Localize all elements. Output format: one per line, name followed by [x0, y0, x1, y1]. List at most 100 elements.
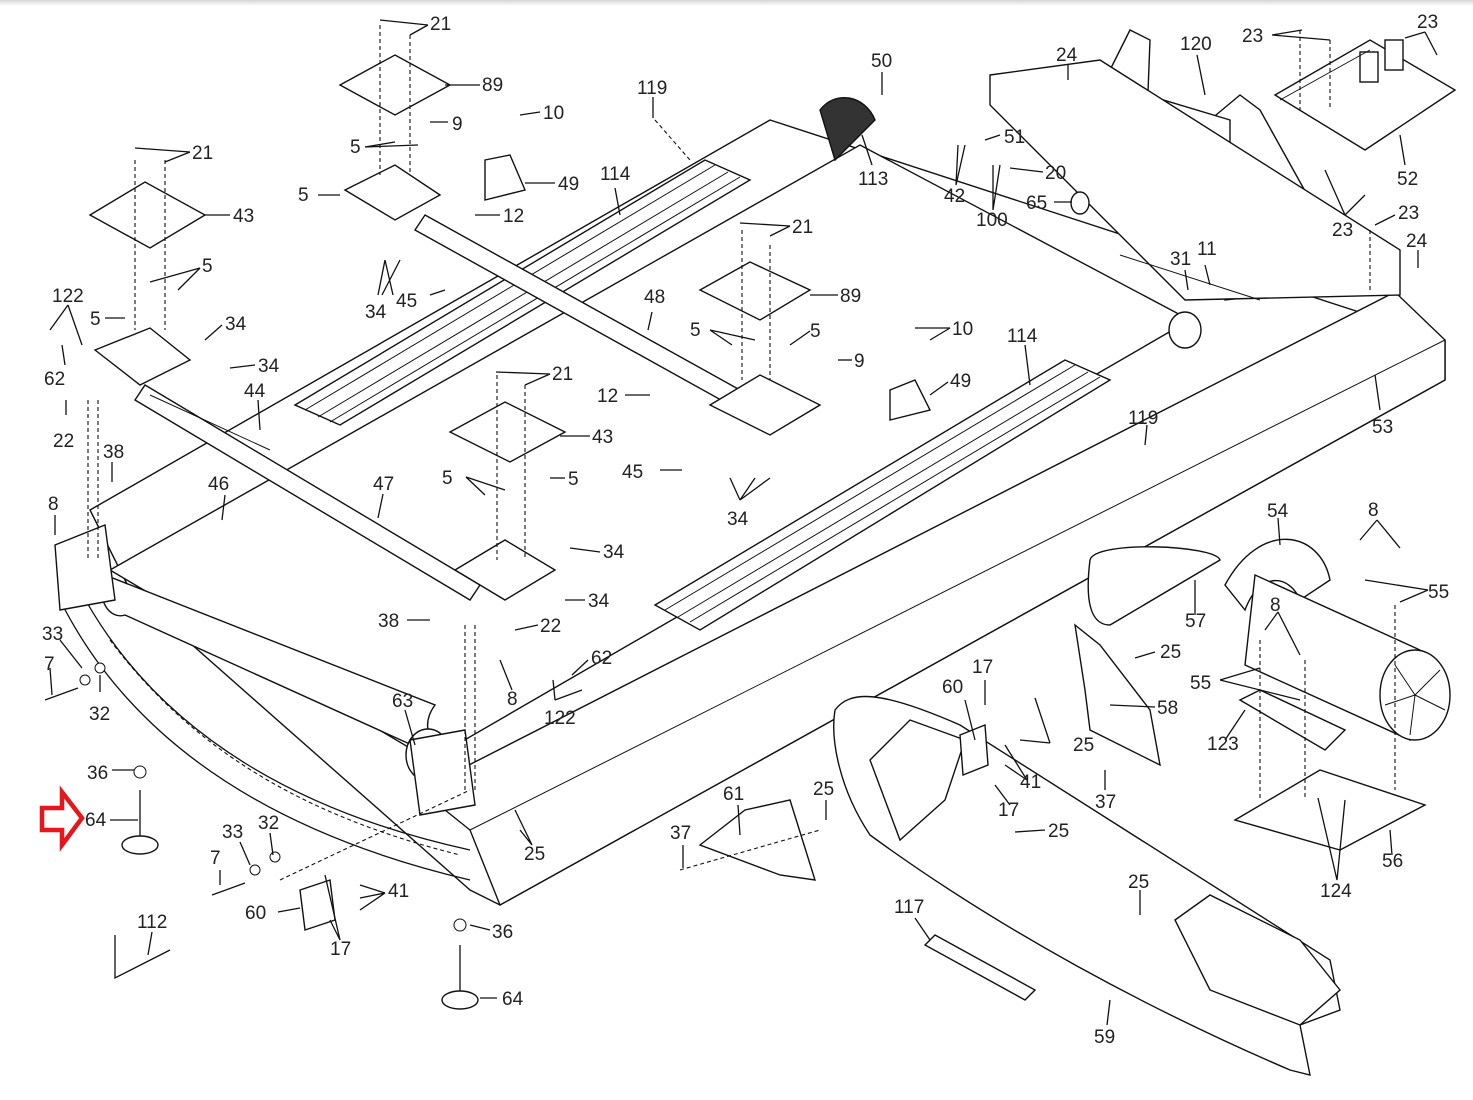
part-callout-34: 34	[225, 314, 247, 335]
part-callout-36: 36	[87, 763, 108, 784]
part-callout-24: 24	[1056, 45, 1078, 66]
part-callout-45: 45	[396, 291, 417, 312]
part-callout-5: 5	[350, 137, 361, 158]
part-callout-20: 20	[1045, 163, 1066, 184]
bolt-7-left	[44, 687, 79, 701]
part-callout-25: 25	[1128, 872, 1149, 893]
part-callout-46: 46	[208, 474, 229, 495]
drive-pulley	[819, 96, 876, 162]
part-callout-57: 57	[1185, 611, 1206, 632]
part-callout-22: 22	[53, 431, 74, 452]
part-callout-100: 100	[976, 210, 1008, 231]
part-callout-21: 21	[192, 143, 213, 164]
part-callout-43: 43	[592, 427, 613, 448]
motor-mount-123	[1238, 689, 1347, 751]
part-callout-7: 7	[210, 848, 221, 869]
leader-lines	[49, 19, 1438, 1026]
part-callout-45: 45	[622, 462, 643, 483]
part-callout-21: 21	[792, 217, 813, 238]
plate-89-right	[698, 261, 812, 321]
part-callout-34: 34	[727, 509, 749, 530]
part-callout-5: 5	[202, 256, 213, 277]
capacitor-2	[1359, 51, 1379, 83]
part-callout-41: 41	[1020, 772, 1041, 793]
bracket-right	[708, 374, 822, 436]
part-callout-62: 62	[591, 648, 612, 669]
nut-36-right	[453, 918, 467, 932]
bumper-49-top	[484, 154, 526, 201]
part-callout-119: 119	[1128, 408, 1158, 429]
part-callout-5: 5	[442, 468, 453, 489]
part-callout-17: 17	[972, 657, 993, 678]
part-callout-23: 23	[1242, 26, 1263, 47]
bolt-7-right	[211, 882, 246, 896]
leveling-foot-64-right	[441, 990, 479, 1010]
part-callout-24: 24	[1406, 231, 1428, 252]
part-callout-21: 21	[552, 364, 573, 385]
part-callout-8: 8	[1270, 595, 1281, 616]
part-callout-25: 25	[813, 779, 834, 800]
part-callout-60: 60	[245, 903, 266, 924]
plate-43-left	[88, 181, 207, 249]
part-callout-64: 64	[502, 989, 524, 1010]
hood-left-end	[869, 719, 966, 842]
part-callout-12: 12	[503, 206, 524, 227]
part-callout-22: 22	[540, 616, 561, 637]
part-callout-11: 11	[1197, 239, 1217, 260]
part-callout-5: 5	[568, 469, 579, 490]
part-callout-124: 124	[1320, 881, 1352, 902]
part-callout-122: 122	[52, 286, 84, 307]
part-callout-31: 31	[1170, 249, 1191, 270]
part-callout-5: 5	[810, 321, 821, 342]
hex-key-112	[114, 935, 171, 980]
part-callout-33: 33	[222, 822, 243, 843]
plate-89-top	[338, 54, 452, 116]
part-callout-65: 65	[1026, 193, 1047, 214]
part-callout-8: 8	[48, 494, 59, 515]
part-callout-5: 5	[690, 320, 701, 341]
part-callout-114: 114	[600, 164, 631, 185]
part-callout-8: 8	[507, 689, 518, 710]
part-callout-5: 5	[90, 309, 101, 330]
part-callout-36: 36	[492, 922, 513, 943]
part-callout-122: 122	[544, 708, 576, 729]
part-callout-58: 58	[1157, 698, 1178, 719]
part-callout-5: 5	[298, 185, 309, 206]
part-callout-113: 113	[858, 169, 888, 190]
part-callout-120: 120	[1180, 34, 1212, 55]
part-callout-123: 123	[1207, 734, 1239, 755]
part-callout-47: 47	[373, 474, 394, 495]
part-callout-43: 43	[233, 206, 254, 227]
callout-labels: 2189109554912344521435512234346222443884…	[42, 12, 1449, 1048]
controller-52	[1273, 39, 1457, 151]
assembly-guides	[87, 25, 1396, 881]
part-callout-17: 17	[998, 800, 1019, 821]
part-callout-21: 21	[430, 14, 451, 35]
bracket-top	[343, 164, 442, 221]
part-callout-49: 49	[558, 174, 579, 195]
leveling-foot-64-left	[121, 835, 159, 855]
front-crossmember	[989, 59, 1401, 301]
plate-43-center	[448, 401, 567, 463]
part-callout-7: 7	[44, 654, 55, 675]
bracket-60-right	[959, 723, 989, 777]
motor-plate-56	[1233, 769, 1427, 851]
part-callout-56: 56	[1382, 851, 1403, 872]
part-callout-37: 37	[670, 823, 691, 844]
part-callout-53: 53	[1372, 417, 1393, 438]
side-rails	[293, 159, 1112, 631]
bracket-center	[453, 539, 557, 601]
part-callout-23: 23	[1398, 203, 1419, 224]
part-callout-55: 55	[1428, 582, 1449, 603]
part-callout-32: 32	[89, 704, 110, 725]
part-callout-112: 112	[137, 912, 167, 933]
nut-36-left	[133, 765, 147, 779]
capacitor-1	[1384, 39, 1404, 71]
part-callout-61: 61	[723, 784, 744, 805]
isolator-plates	[88, 54, 932, 601]
part-callout-64: 64	[85, 810, 107, 831]
rear-foot-right	[409, 729, 476, 816]
bracket-60-left	[299, 879, 336, 931]
part-callout-42: 42	[944, 186, 965, 207]
